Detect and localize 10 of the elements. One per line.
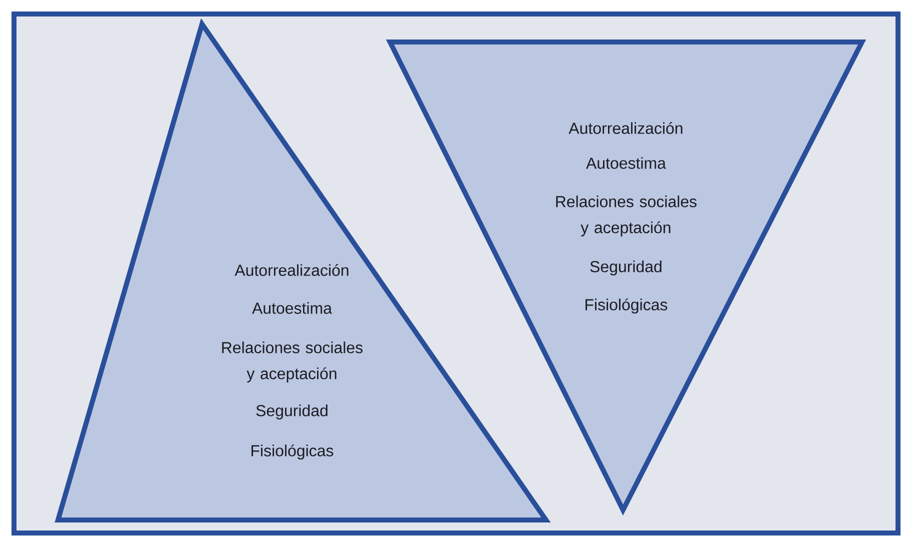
level-label: Autoestima [252,302,332,314]
level-label: Autoestima [586,157,666,169]
level-label: Seguridad [256,404,328,420]
level-label: Seguridad [590,260,662,276]
level-label: Relaciones sociales y aceptación [222,342,363,382]
level-label: Autorrealización [568,122,682,134]
level-label: Autorrealización [234,264,348,276]
level-label: Relaciones sociales y aceptación [556,196,697,236]
level-label: Fisiológicas [252,444,334,460]
level-label: Fisiológicas [586,298,668,314]
